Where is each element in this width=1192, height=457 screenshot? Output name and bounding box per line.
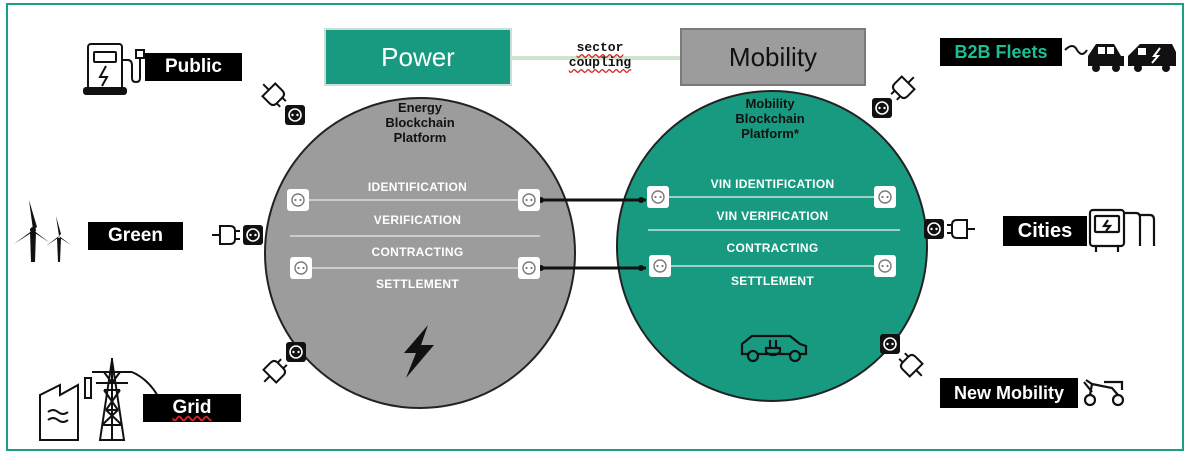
energy-item-contracting: CONTRACTING xyxy=(371,245,464,259)
energy-item-settlement: SETTLEMENT xyxy=(376,277,459,291)
public-label: Public xyxy=(145,53,242,81)
energy-item-identification: IDENTIFICATION xyxy=(367,180,468,194)
coupling-line2: coupling xyxy=(568,55,632,70)
mobility-label: Mobility xyxy=(728,41,818,72)
car-icon xyxy=(1064,44,1124,72)
diagram-frame xyxy=(6,3,1184,451)
power-box: Power xyxy=(324,28,512,86)
energy-platform-title: Energy Blockchain Platform xyxy=(385,100,455,145)
grid-label: Grid xyxy=(143,394,241,422)
cities-label: Cities xyxy=(1003,216,1087,246)
mobility-platform-circle xyxy=(616,90,928,402)
new-mobility-label: New Mobility xyxy=(940,378,1078,408)
scooter-icon xyxy=(1083,379,1125,407)
charging-station-icon xyxy=(83,43,145,95)
mobility-item-settlement: SETTLEMENT xyxy=(731,274,814,288)
mobility-box: Mobility xyxy=(680,28,866,86)
mobility-item-vin-verification: VIN VERIFICATION xyxy=(716,209,829,223)
bus-icon xyxy=(1088,208,1156,252)
b2b-fleets-label: B2B Fleets xyxy=(940,38,1062,66)
mobility-item-vin-identification: VIN IDENTIFICATION xyxy=(710,177,835,191)
car-plug-icon xyxy=(740,334,808,363)
energy-item-verification: VERIFICATION xyxy=(373,213,462,227)
mobility-platform-title: Mobility Blockchain Platform* xyxy=(735,96,805,141)
energy-platform-circle xyxy=(264,97,576,409)
mobility-item-contracting: CONTRACTING xyxy=(726,241,819,255)
green-label: Green xyxy=(88,222,183,250)
grid-text: Grid xyxy=(172,397,212,418)
coupling-line1: sector xyxy=(576,40,624,55)
wind-turbine-icon xyxy=(14,200,71,262)
power-label: Power xyxy=(381,41,455,72)
van-icon xyxy=(1128,44,1176,72)
factory-pylon-icon xyxy=(39,358,161,441)
lightning-icon xyxy=(404,325,434,378)
sector-coupling-label: sector coupling xyxy=(540,40,660,70)
